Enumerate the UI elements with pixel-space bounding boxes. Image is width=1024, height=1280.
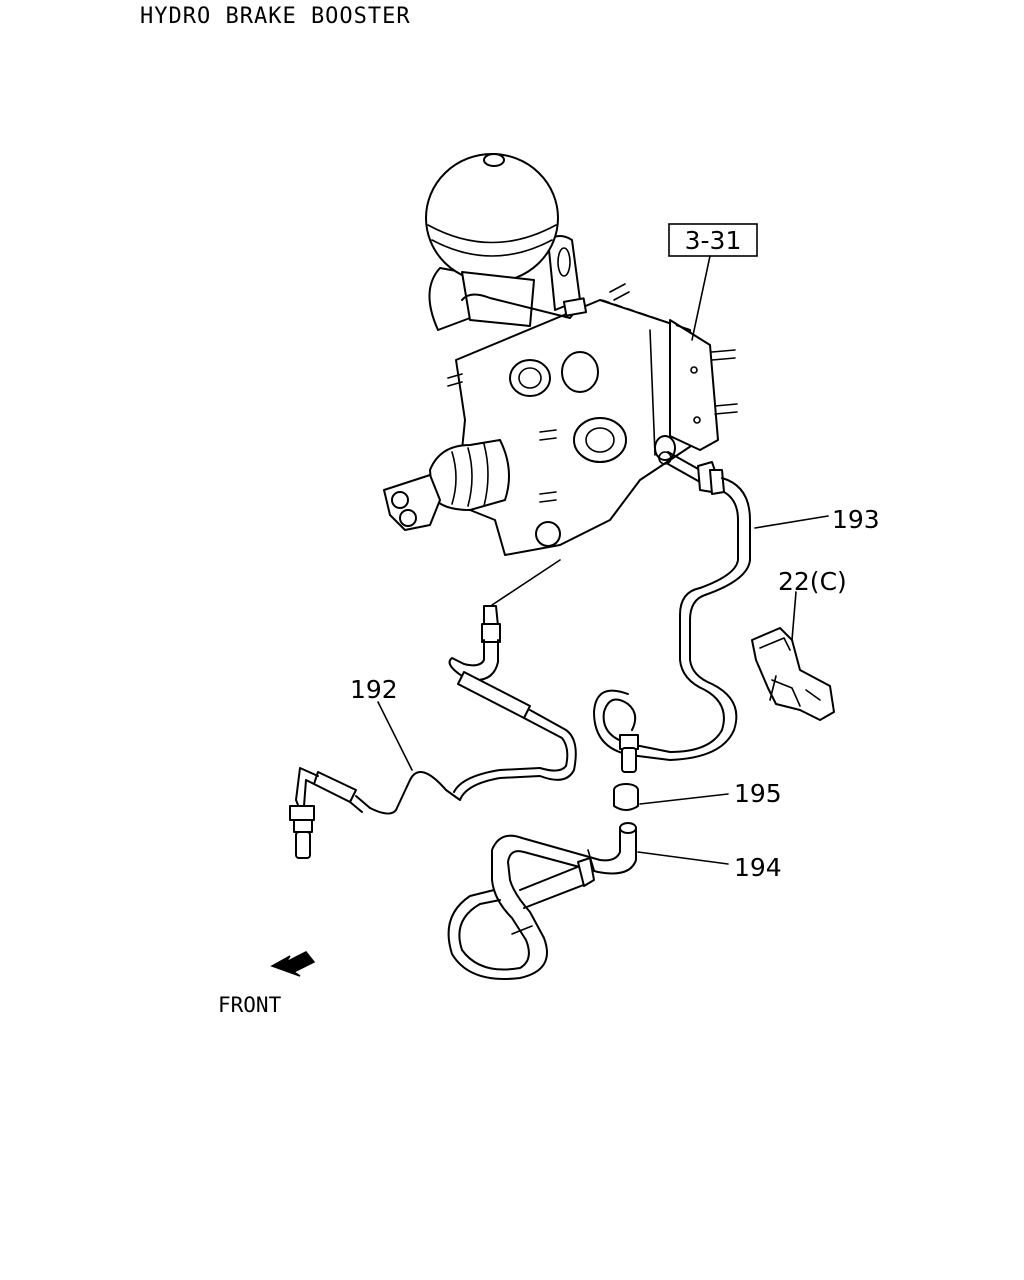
callout-194: 194 <box>734 853 782 882</box>
callout-22c-leader <box>791 591 797 641</box>
front-label: FRONT <box>218 993 282 1017</box>
callout-195-leader <box>639 793 729 805</box>
front-arrow-icon <box>270 951 316 977</box>
reference-box-label: 3-31 <box>685 226 742 255</box>
hose-194 <box>447 822 637 980</box>
callout-193-leader <box>754 515 829 529</box>
clip-22c <box>751 627 835 721</box>
diagram-title: HYDRO BRAKE BOOSTER <box>140 4 411 29</box>
booster-assembly <box>383 153 738 556</box>
callout-195: 195 <box>734 779 782 808</box>
pipe-193 <box>593 451 751 773</box>
callout-192-leader <box>377 701 413 771</box>
callout-194-leader <box>637 851 729 865</box>
pipe-192 <box>289 559 577 859</box>
clamp-195 <box>613 783 639 811</box>
reference-box[interactable]: 3-31 <box>668 223 758 257</box>
callout-22c: 22(C) <box>778 567 847 596</box>
reference-leader <box>691 255 711 341</box>
callout-193: 193 <box>832 505 880 534</box>
callout-192: 192 <box>350 675 398 704</box>
